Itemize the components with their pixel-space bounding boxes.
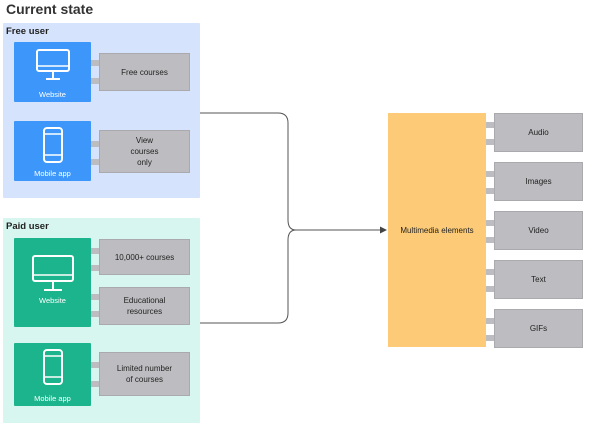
paid-mobile-node: Mobile app [14,343,91,406]
connector-stub [486,171,499,177]
monitor-icon [31,255,74,291]
connector-stub [91,159,104,165]
connector-stub [91,294,104,300]
free-website-node: Website [14,42,91,102]
connector-stub [91,141,104,147]
free-user-label: Free user [6,26,49,37]
connector-stub [91,265,104,271]
connector-stub [486,139,499,145]
connector-stub [91,78,104,84]
output-card-audio: Audio [494,113,583,152]
output-card-images: Images [494,162,583,201]
output-card-video: Video [494,211,583,250]
view-courses-card: View courses only [99,130,190,173]
connector-stub [486,237,499,243]
connector-stub [486,318,499,324]
free-website-caption: Website [39,90,66,99]
connector-stub [486,335,499,341]
connector-stub [486,286,499,292]
connector-stub [486,188,499,194]
connector-stub [91,381,104,387]
output-card-text: Text [494,260,583,299]
free-mobile-caption: Mobile app [34,169,71,178]
connector-stub [486,269,499,275]
monitor-icon [35,49,70,80]
paid-user-label: Paid user [6,221,49,232]
output-card-gifs: GIFs [494,309,583,348]
free-mobile-node: Mobile app [14,121,91,181]
connector-stub [91,60,104,66]
connector-stub [91,248,104,254]
free-courses-card: Free courses [99,53,190,91]
limited-courses-card: Limited number of courses [99,352,190,396]
multimedia-elements-node: Multimedia elements [388,113,486,347]
paid-user-connector [200,229,297,324]
page-title: Current state [6,1,94,17]
connector-stub [486,220,499,226]
educational-resources-card: Educational resources [99,287,190,325]
paid-mobile-caption: Mobile app [34,394,71,403]
free-user-connector [200,112,297,231]
connector-stub [91,362,104,368]
phone-icon [42,127,63,163]
connector-stub [486,122,499,128]
10000-courses-card: 10,000+ courses [99,239,190,275]
paid-website-caption: Website [39,296,66,305]
paid-website-node: Website [14,238,91,327]
connector-stub [91,311,104,317]
phone-icon [42,349,63,385]
